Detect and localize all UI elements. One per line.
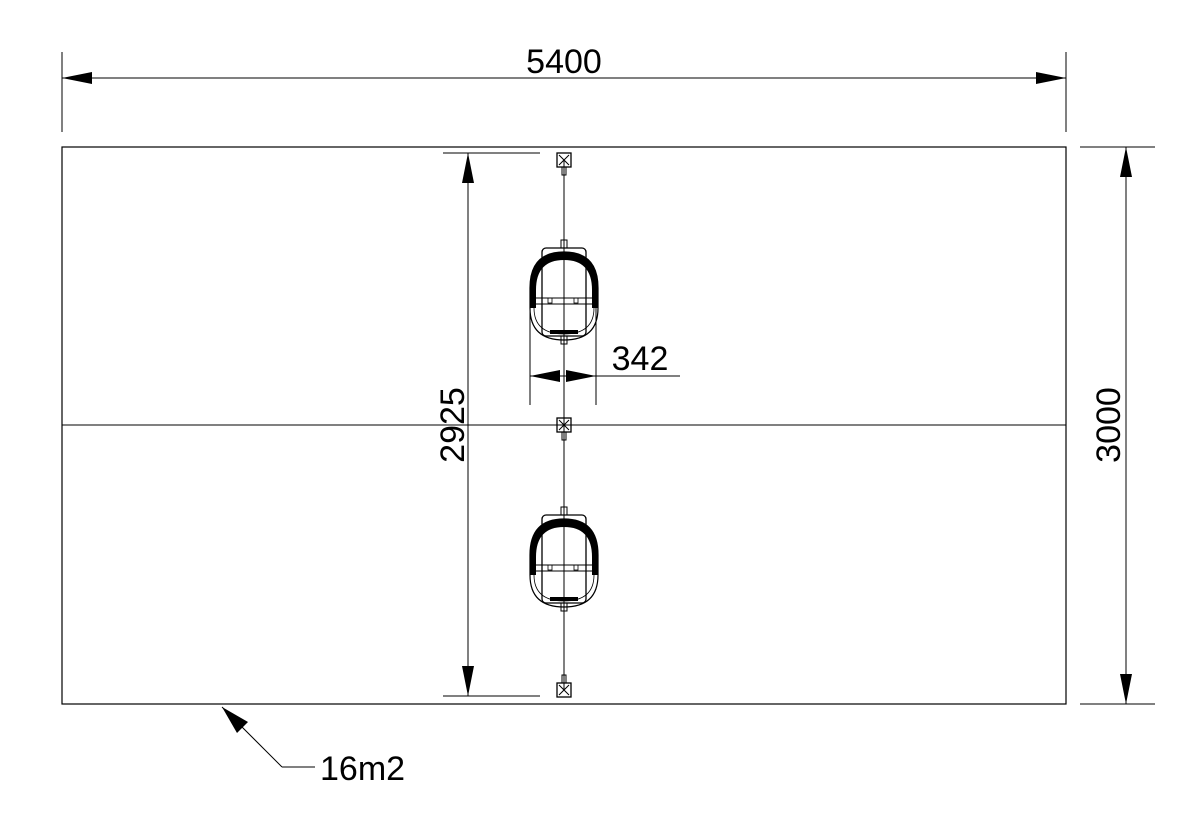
area-label: 16m2	[320, 750, 405, 788]
width-label: 5400	[526, 43, 602, 81]
dimension-span: 2925	[434, 152, 540, 697]
dimension-width: 5400	[61, 43, 1067, 132]
swing-frame	[529, 152, 599, 698]
area-leader: 16m2	[221, 706, 405, 788]
arrowhead-icon	[530, 370, 596, 382]
dimension-depth: 3000	[1080, 146, 1155, 705]
seat-width-label: 342	[612, 340, 669, 378]
arrowhead-icon	[222, 707, 248, 733]
span-label: 2925	[434, 387, 472, 463]
depth-label: 3000	[1090, 387, 1128, 463]
dimension-seat-width: 342	[529, 290, 680, 405]
